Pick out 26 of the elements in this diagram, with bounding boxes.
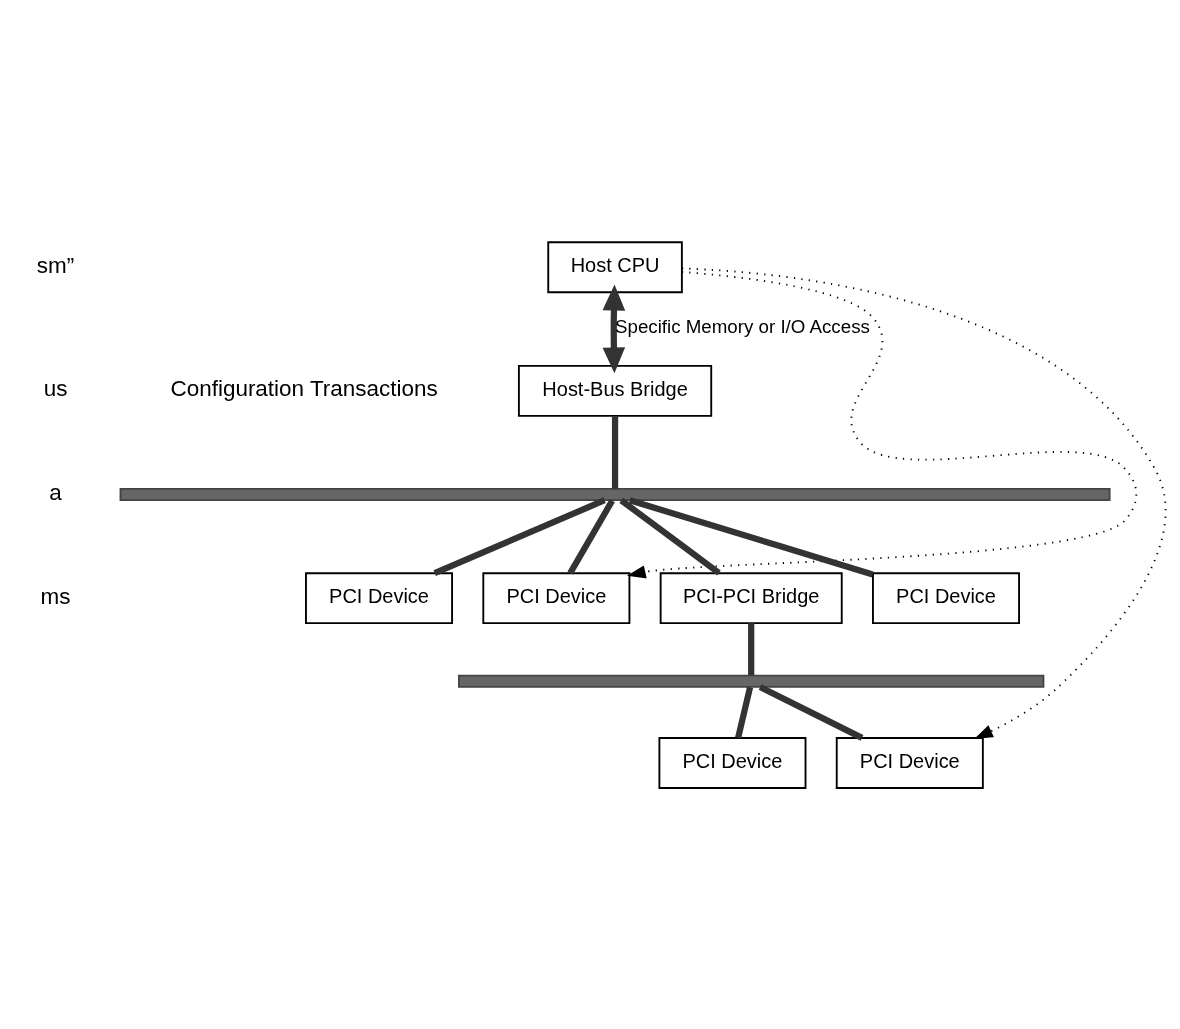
node-box: PCI Device: [482, 572, 631, 625]
node-box: PCI-PCI Bridge: [659, 572, 843, 625]
connector: [619, 497, 721, 576]
connector: [758, 684, 864, 741]
label: a: [49, 480, 62, 506]
arrow: [681, 267, 1167, 740]
node-box: PCI Device: [835, 737, 984, 789]
node-bar: [458, 674, 1045, 688]
node-box: PCI Device: [305, 572, 453, 625]
label: ms: [40, 583, 71, 609]
label: Configuration Transactions: [170, 376, 438, 402]
connector: [611, 416, 619, 489]
connector: [567, 499, 615, 575]
connector: [628, 497, 874, 578]
node-box: PCI Device: [872, 572, 1020, 625]
connector: [433, 497, 606, 576]
arrow: [602, 284, 626, 374]
node-box: Host CPU: [547, 241, 683, 294]
node-box: Host-Bus Bridge: [517, 364, 713, 417]
connector: [735, 686, 754, 739]
label: sm”: [36, 252, 75, 278]
arrow: [626, 271, 1138, 579]
label: us: [43, 376, 68, 402]
node-box: PCI Device: [658, 737, 807, 789]
node-bar: [119, 487, 1111, 502]
connector: [748, 623, 755, 676]
